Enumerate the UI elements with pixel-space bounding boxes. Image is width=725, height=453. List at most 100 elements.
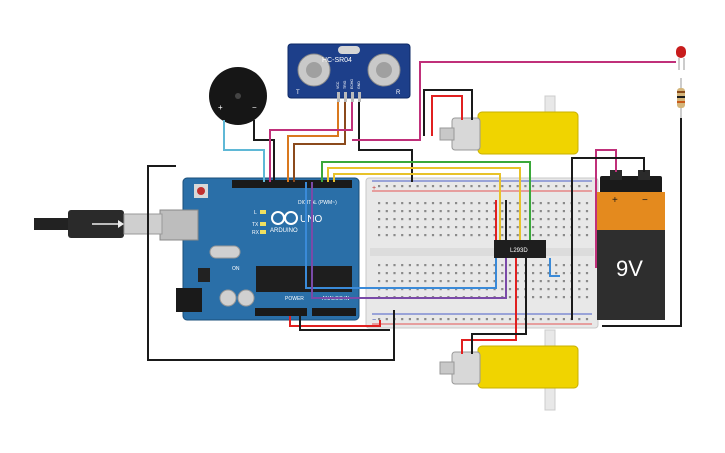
breadboard-hole <box>578 234 581 237</box>
breadboard-hole <box>416 202 419 205</box>
breadboard-hole <box>431 226 435 229</box>
ultrasonic-sensor: HC-SR04 T R VCC TRIG ECHO GND <box>287 43 411 102</box>
usb-icon <box>92 220 124 228</box>
breadboard-rail-hole <box>439 185 442 188</box>
breadboard-hole <box>447 288 450 291</box>
breadboard-hole <box>555 264 558 267</box>
breadboard-rail-hole <box>539 185 542 188</box>
breadboard-hole <box>462 210 465 213</box>
breadboard: + − <box>365 177 599 329</box>
resistor <box>677 78 685 118</box>
breadboard-hole <box>478 234 481 237</box>
breadboard-hole <box>470 226 473 229</box>
breadboard-rail-hole <box>562 318 565 321</box>
breadboard-hole <box>532 226 535 229</box>
breadboard-hole <box>578 288 581 291</box>
breadboard-hole <box>455 288 458 291</box>
breadboard-hole <box>401 202 404 205</box>
breadboard-rail-hole <box>585 318 589 321</box>
breadboard-hole <box>516 202 519 205</box>
breadboard-rail-hole <box>555 185 558 188</box>
breadboard-hole <box>547 210 550 213</box>
breadboard-hole <box>485 264 488 267</box>
breadboard-hole <box>455 280 458 283</box>
breadboard-hole <box>547 218 550 221</box>
arduino-logo <box>271 211 298 225</box>
breadboard-hole <box>493 272 496 275</box>
breadboard-hole <box>516 272 519 275</box>
breadboard-hole <box>516 264 519 267</box>
breadboard-hole <box>501 280 504 283</box>
breadboard-hole <box>508 272 512 275</box>
buzzer-minus-label: − <box>252 103 257 112</box>
digital-header-label: DIGITAL (PWM~) <box>298 200 337 206</box>
breadboard-hole <box>539 202 542 205</box>
battery-9v: + − 9V <box>597 170 665 320</box>
breadboard-hole <box>416 280 419 283</box>
breadboard-hole <box>485 226 488 229</box>
breadboard-hole <box>508 226 512 229</box>
breadboard-hole <box>447 272 450 275</box>
reset-button[interactable] <box>197 187 205 195</box>
breadboard-hole <box>547 288 550 291</box>
breadboard-hole <box>585 210 589 213</box>
sensor-model-label: HC-SR04 <box>322 57 352 64</box>
dc-motor-top <box>439 95 579 155</box>
breadboard-hole <box>470 272 473 275</box>
sensor-mark-r: R <box>396 90 401 96</box>
breadboard-hole <box>562 288 565 291</box>
breadboard-hole <box>424 264 427 267</box>
breadboard-hole <box>555 288 558 291</box>
breadboard-hole <box>431 218 435 221</box>
breadboard-hole <box>516 280 519 283</box>
breadboard-hole <box>401 272 404 275</box>
breadboard-hole <box>408 210 411 213</box>
breadboard-hole <box>455 202 458 205</box>
usb-cable <box>34 210 163 238</box>
breadboard-hole <box>408 226 411 229</box>
breadboard-hole <box>416 218 419 221</box>
breadboard-hole <box>508 280 512 283</box>
breadboard-hole <box>547 272 550 275</box>
led-rx-label: RX <box>252 230 260 236</box>
breadboard-hole <box>539 226 542 229</box>
led-tx-label: TX <box>252 222 259 228</box>
breadboard-hole <box>501 210 504 213</box>
breadboard-hole <box>478 202 481 205</box>
breadboard-hole <box>501 288 504 291</box>
breadboard-hole <box>493 210 496 213</box>
breadboard-hole <box>470 202 473 205</box>
breadboard-hole <box>462 202 465 205</box>
breadboard-hole <box>455 234 458 237</box>
breadboard-rail-hole <box>408 318 411 321</box>
breadboard-rail-hole <box>493 318 496 321</box>
breadboard-hole <box>447 218 450 221</box>
breadboard-hole <box>524 218 527 221</box>
breadboard-hole <box>539 234 542 237</box>
breadboard-hole <box>516 210 519 213</box>
breadboard-hole <box>401 288 404 291</box>
breadboard-hole <box>585 234 589 237</box>
breadboard-hole <box>539 296 542 299</box>
breadboard-rail-hole <box>532 185 535 188</box>
breadboard-hole <box>493 202 496 205</box>
led-l-label: L <box>254 210 257 216</box>
breadboard-rail-hole <box>485 318 488 321</box>
breadboard-hole <box>539 218 542 221</box>
breadboard-hole <box>555 296 558 299</box>
breadboard-hole <box>385 272 388 275</box>
breadboard-rail-hole <box>501 185 504 188</box>
breadboard-hole <box>555 226 558 229</box>
breadboard-rail-hole <box>516 318 519 321</box>
breadboard-hole <box>424 272 427 275</box>
breadboard-hole <box>585 218 589 221</box>
battery-voltage-label: 9V <box>616 256 643 281</box>
breadboard-hole <box>555 234 558 237</box>
breadboard-hole <box>562 218 565 221</box>
breadboard-hole <box>547 280 550 283</box>
breadboard-hole <box>532 296 535 299</box>
breadboard-hole <box>547 296 550 299</box>
breadboard-hole <box>470 288 473 291</box>
breadboard-hole <box>447 226 450 229</box>
breadboard-rail-hole <box>462 318 465 321</box>
